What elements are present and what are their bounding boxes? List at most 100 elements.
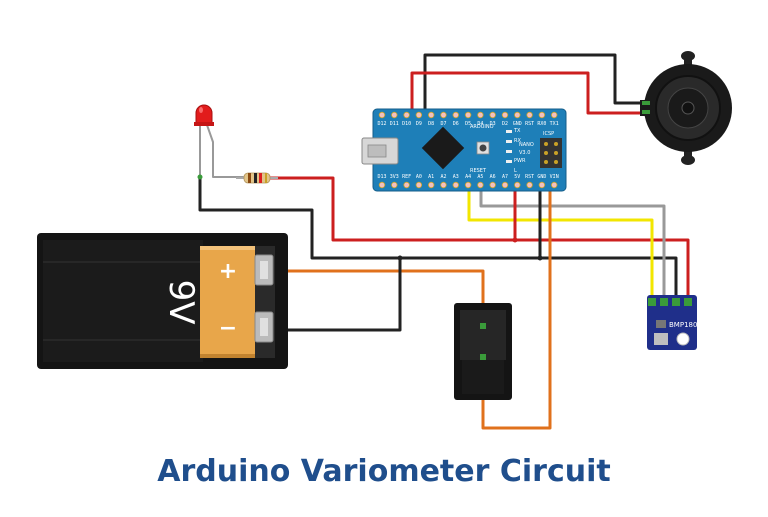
bottom-pin-hole	[403, 181, 410, 189]
bottom-pin-label: GND	[537, 174, 546, 180]
wire-battery-plus	[266, 269, 485, 327]
top-pin-label: D7	[440, 121, 446, 127]
bottom-pin-hole	[440, 181, 447, 189]
top-pin-hole	[415, 111, 423, 119]
tx-label: TX	[513, 128, 521, 134]
top-pin-hole	[526, 111, 533, 119]
top-pin-label: D10	[402, 121, 411, 127]
icsp-header	[540, 138, 562, 168]
sensor-pin	[684, 298, 692, 306]
top-pin-label: D8	[428, 121, 434, 127]
arduino-brand-label: ARDUINO	[470, 124, 494, 130]
pwr-label: PWR	[514, 158, 526, 164]
bmp180-sensor: BMP180	[647, 295, 697, 350]
sensor-pin	[672, 298, 680, 306]
red-led	[194, 104, 214, 126]
bottom-pin-label: 5V	[514, 174, 520, 180]
bottom-pin-hole	[452, 181, 459, 189]
bottom-pin-label: RST	[525, 174, 534, 180]
bottom-pin-hole	[514, 181, 521, 189]
top-pin-hole	[452, 111, 459, 119]
bottom-pin-hole	[501, 181, 509, 189]
battery-minus-label: −	[219, 316, 237, 341]
diagram-caption: Arduino Variometer Circuit	[157, 454, 611, 489]
top-pin-label: RX0	[537, 121, 546, 127]
wire-scl-gray	[479, 179, 666, 302]
bottom-pin-label: A0	[416, 174, 422, 180]
bottom-pin-label: 3V3	[390, 174, 399, 180]
top-pin-hole	[378, 111, 386, 119]
wire-battery-minus-black	[266, 256, 402, 332]
bottom-pin-label: A2	[440, 174, 446, 180]
battery-plus-label: +	[219, 259, 237, 284]
rocker-switch	[454, 303, 512, 400]
bottom-pin-label: A4	[465, 174, 471, 180]
top-pin-hole	[489, 111, 496, 119]
top-pin-hole	[403, 111, 410, 119]
wire-led-anode	[206, 124, 244, 178]
top-pin-label: D12	[377, 121, 386, 127]
bottom-pin-hole	[538, 181, 546, 189]
top-pin-hole	[538, 111, 546, 119]
microcontroller-chip	[421, 126, 465, 170]
wire-resistor-red	[268, 176, 690, 302]
bottom-pin-hole	[526, 181, 533, 189]
bottom-pin-hole	[551, 181, 558, 189]
wire-led-ground	[198, 175, 678, 302]
top-pin-label: D5	[465, 121, 471, 127]
junctions	[197, 174, 543, 261]
arduino-model-label: NANO	[519, 142, 534, 148]
l-label: L	[514, 168, 517, 174]
top-pin-label: D9	[416, 121, 422, 127]
top-pin-label: TX1	[550, 121, 559, 127]
bottom-pin-hole	[464, 181, 472, 189]
wire-speaker-red	[410, 71, 650, 117]
top-pin-hole	[464, 111, 472, 119]
sensor-pin	[648, 298, 656, 306]
top-pin-hole	[440, 111, 447, 119]
sensor-pin	[660, 298, 668, 306]
top-pin-hole	[391, 111, 398, 119]
top-pin-hole	[514, 111, 521, 119]
bottom-pin-hole	[489, 181, 496, 189]
battery-voltage-label: 9V	[161, 280, 201, 325]
bottom-pin-label: A6	[490, 174, 496, 180]
arduino-version-label: V3.0	[519, 150, 530, 156]
top-pin-label: RST	[525, 121, 534, 127]
battery-9v: + − 9V	[37, 233, 288, 369]
top-pin-label: D11	[390, 121, 399, 127]
top-pin-hole	[501, 111, 509, 119]
top-pin-hole	[428, 111, 435, 119]
bottom-pin-hole	[477, 181, 484, 189]
top-pin-label: D4	[477, 121, 483, 127]
resistor	[236, 172, 278, 184]
bottom-pin-hole	[391, 181, 398, 189]
piezo-buzzer	[640, 51, 732, 165]
top-pin-label: GND	[513, 121, 522, 127]
sensor-label: BMP180	[669, 321, 697, 329]
bottom-pin-label: A5	[477, 174, 483, 180]
reset-label: RESET	[470, 168, 487, 174]
bottom-pin-label: VIN	[550, 174, 559, 180]
bottom-pin-label: A3	[453, 174, 459, 180]
bottom-pin-hole	[378, 181, 386, 189]
bottom-pin-label: D13	[377, 174, 386, 180]
top-pin-hole	[477, 111, 484, 119]
top-pin-hole	[551, 111, 558, 119]
wire-sda-yellow	[467, 179, 654, 302]
rx-label: RX	[514, 138, 521, 144]
wire-speaker-black	[423, 53, 650, 117]
top-pin-label: D2	[502, 121, 508, 127]
bottom-pin-hole	[428, 181, 435, 189]
icsp-label: ICSP	[543, 131, 554, 137]
bottom-pin-label: A1	[428, 174, 434, 180]
top-pin-label: D6	[453, 121, 459, 127]
top-pin-label: D3	[490, 121, 496, 127]
bottom-pin-label: A7	[502, 174, 508, 180]
bottom-pin-hole	[415, 181, 423, 189]
bottom-pin-label: REF	[402, 174, 411, 180]
